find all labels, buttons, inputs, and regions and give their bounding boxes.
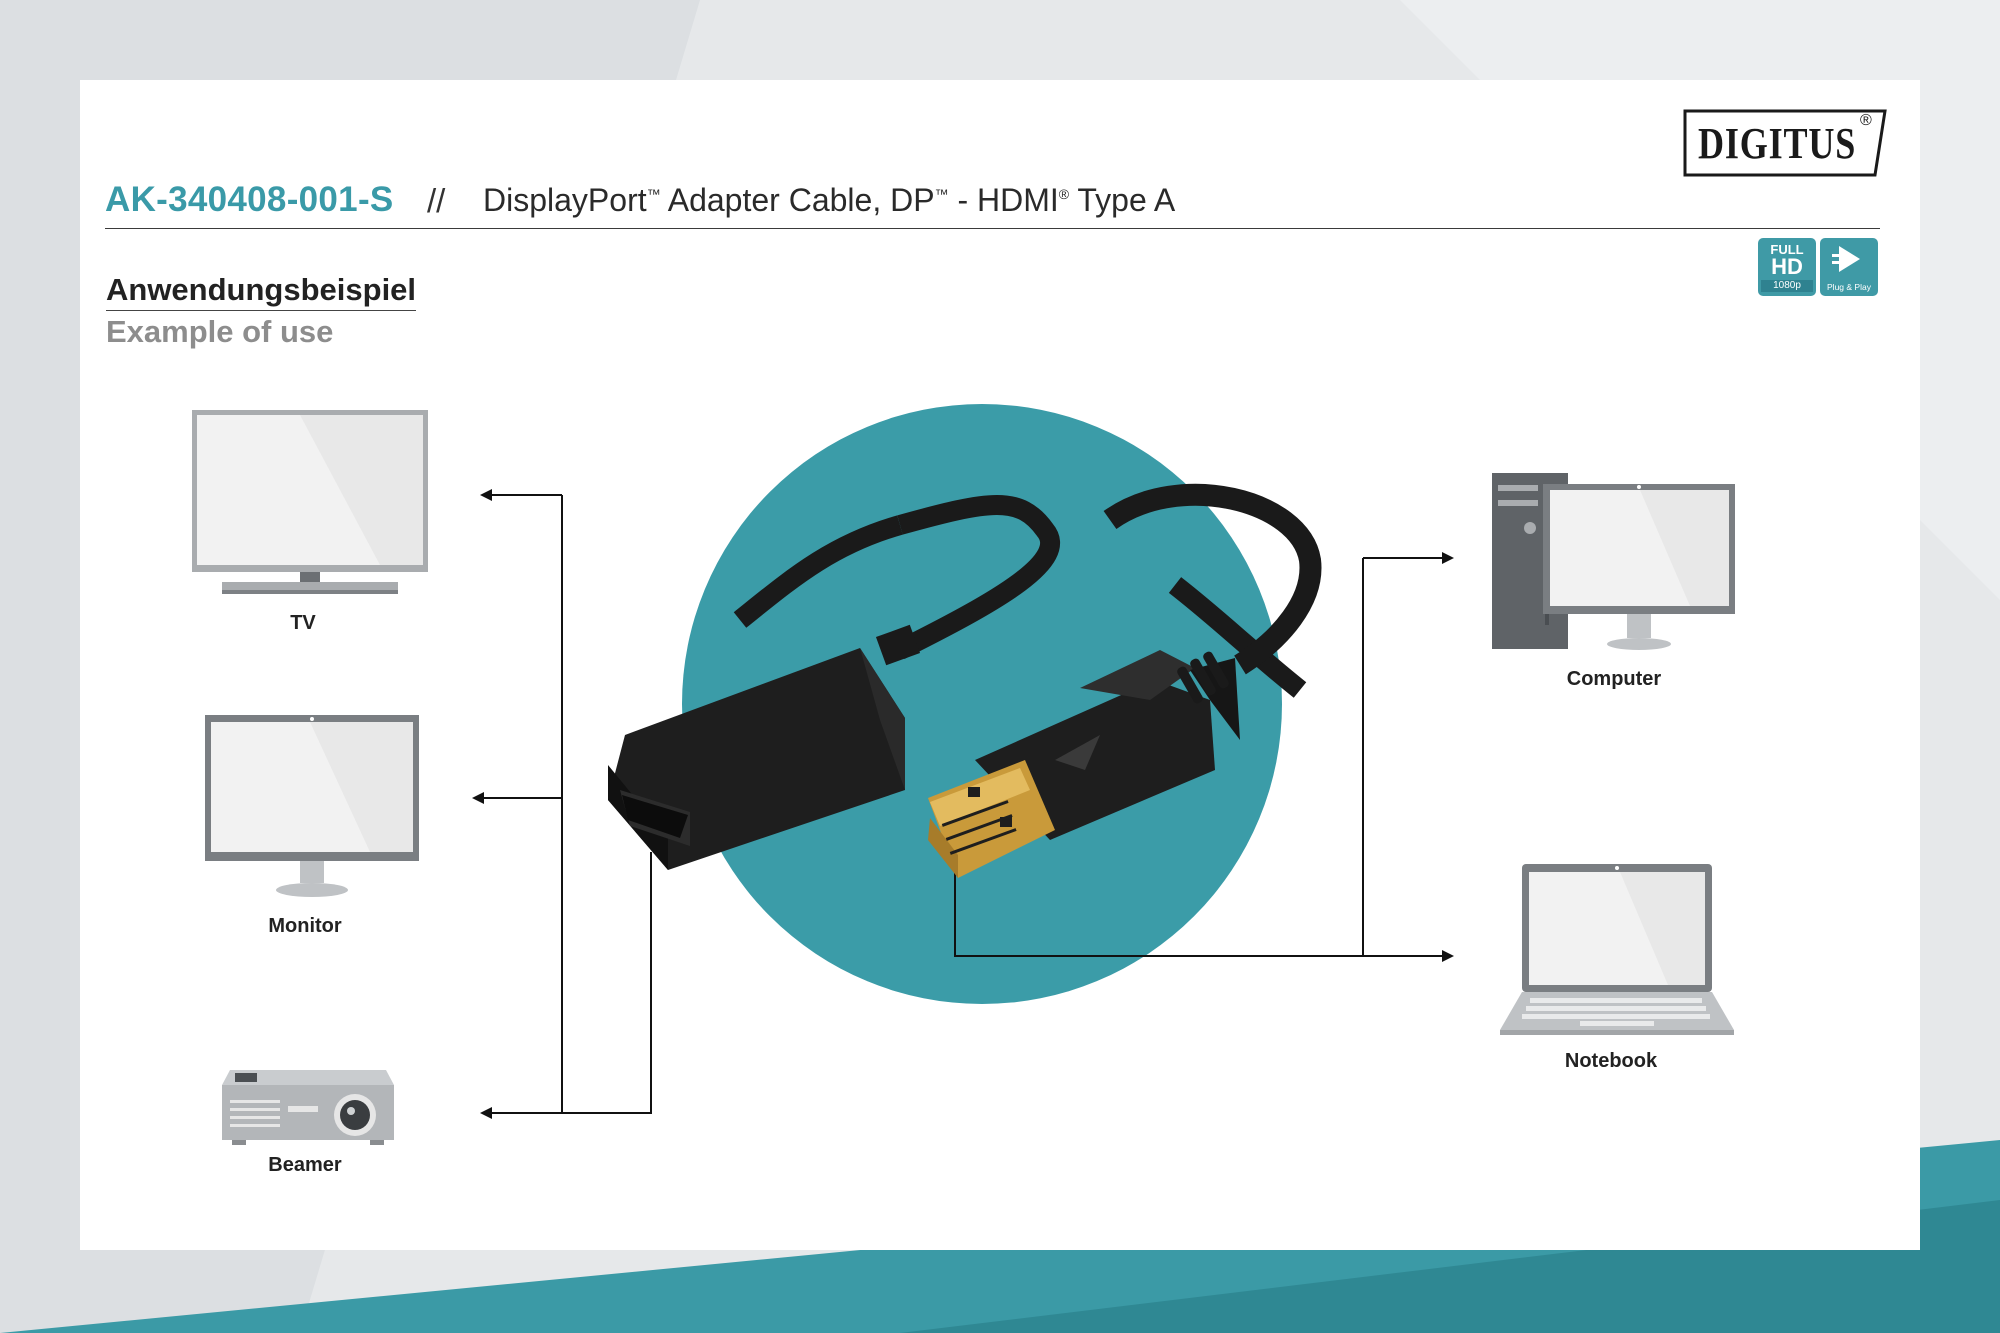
computer-label: Computer [1566,668,1662,690]
title-separator: // [427,182,446,219]
fullhd-badge: FULL HD 1080p [1758,238,1816,296]
product-sku: AK-340408-001-S [105,180,394,219]
tv-icon [192,410,428,594]
displayport-connector [928,483,1322,878]
computer-icon [1492,473,1735,650]
beamer-icon [222,1070,394,1145]
digitus-logo [1683,109,1887,177]
title-row: AK-340408-001-S // DisplayPort™ Adapter … [105,180,1880,229]
section-title-de: Anwendungsbeispiel [106,272,417,311]
beamer-label: Beamer [268,1154,342,1176]
monitor-icon [205,715,419,897]
right-connection-lines [954,552,1454,962]
hdmi-connector [608,624,921,870]
section-title-en: Example of use [106,314,334,349]
notebook-icon [1500,864,1734,1035]
left-connection-lines [472,489,652,1119]
product-title: DisplayPort™ Adapter Cable, DP™ - HDMI® … [483,182,1176,218]
logo-text: DIGITUS [1698,119,1857,168]
plug-and-play-badge: Plug & Play [1820,238,1878,296]
logo-registered: ® [1860,112,1872,129]
monitor-label: Monitor [268,915,342,937]
adapter-cable [608,483,1322,878]
tv-label: TV [290,612,316,634]
notebook-label: Notebook [1564,1050,1658,1072]
plug-arrow-icon [1832,246,1860,272]
